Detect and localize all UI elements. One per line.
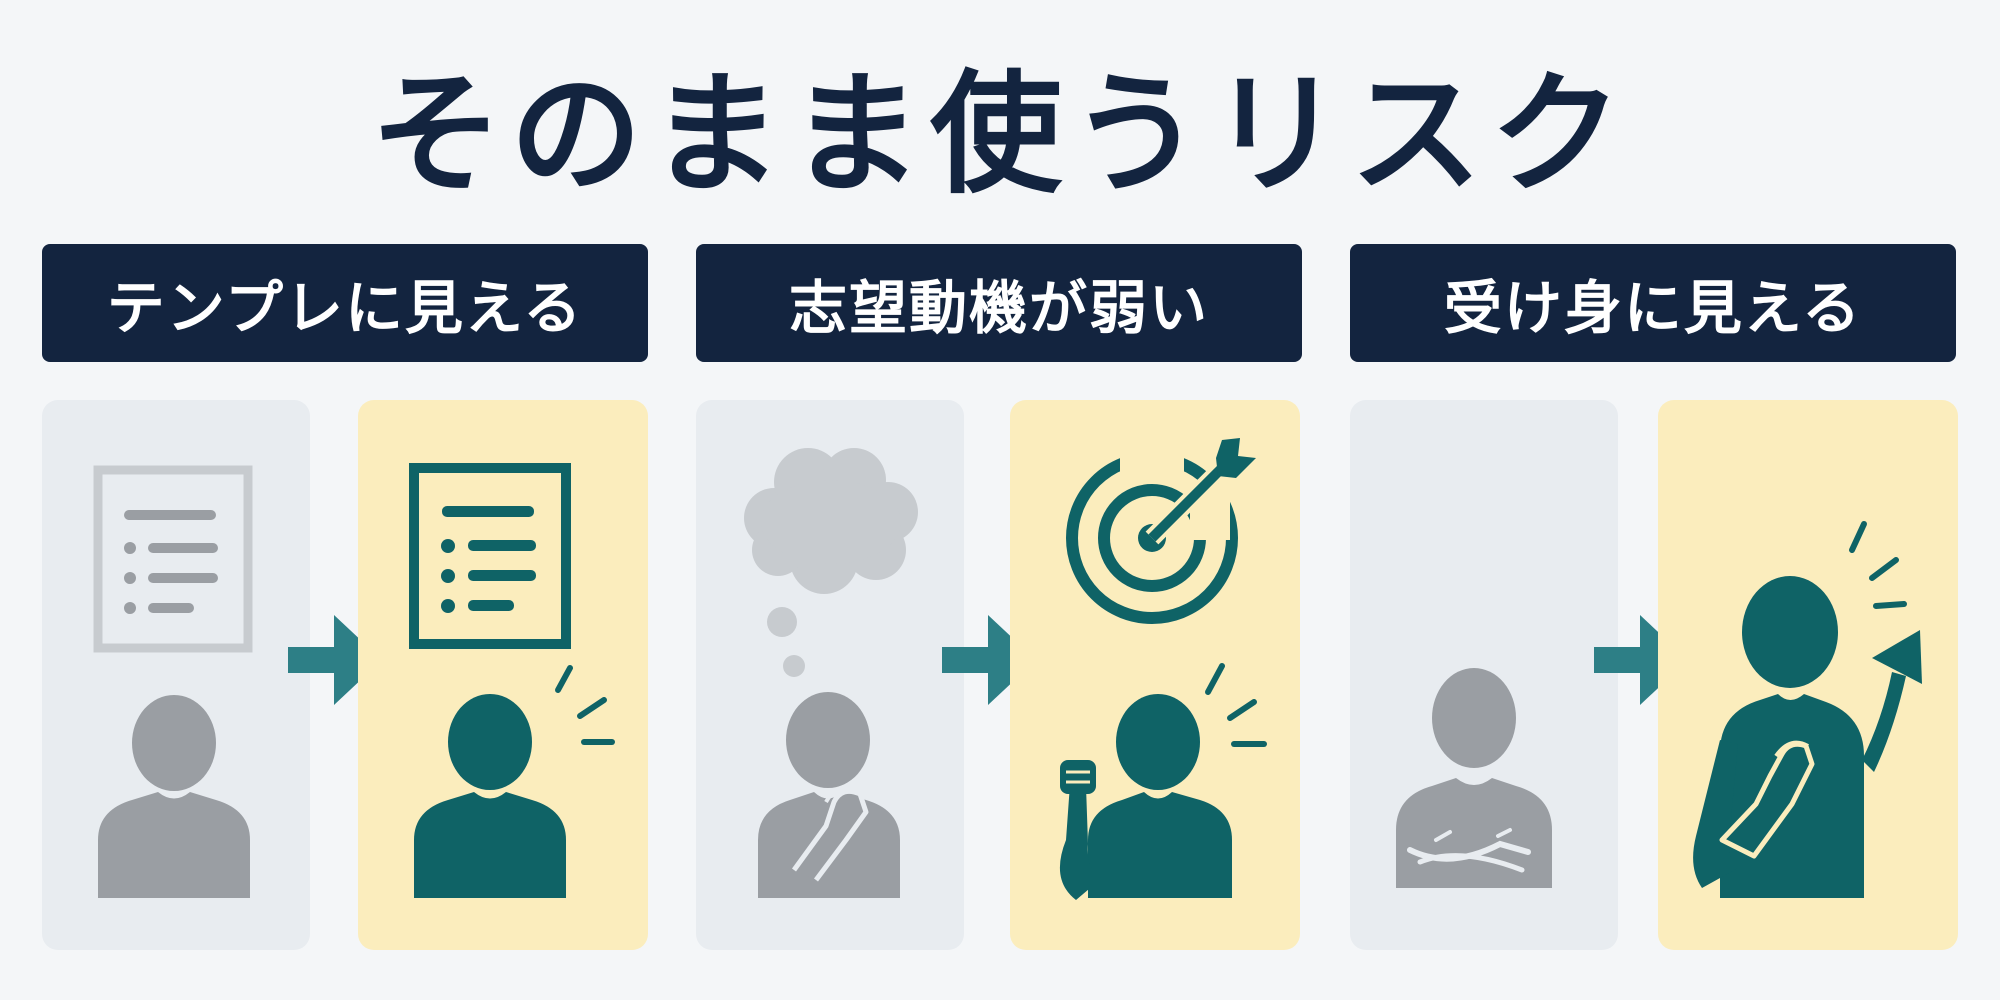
before-panel-passive [1350, 400, 1618, 950]
growth-arrow-icon [1862, 630, 1922, 772]
person-icon [414, 694, 566, 898]
emphasis-lines-icon [1849, 521, 1907, 609]
arrow-right-icon [942, 615, 1036, 705]
section-header-passive: 受け身に見える [1350, 244, 1956, 362]
arrow-right-icon [288, 615, 382, 705]
arms-crossed-person-icon [1396, 668, 1552, 888]
section-header-motivation: 志望動機が弱い [696, 244, 1302, 362]
document-icon [93, 465, 253, 653]
confident-person-icon [1693, 576, 1864, 898]
emphasis-lines-icon [555, 665, 615, 745]
section-header-template: テンプレに見える [42, 244, 648, 362]
before-panel-motivation [696, 400, 964, 950]
cheering-person-icon [1059, 694, 1232, 900]
before-panel-template [42, 400, 310, 950]
thinking-person-icon [758, 692, 900, 898]
emphasis-lines-icon [1205, 663, 1267, 747]
after-panel-motivation [1010, 400, 1300, 950]
after-panel-passive [1658, 400, 1958, 950]
document-icon [409, 463, 571, 649]
thought-cloud-icon [744, 448, 918, 677]
page-title: そのまま使うリスク [370, 57, 1630, 212]
arrow-right-icon [1594, 615, 1688, 705]
after-panel-template [358, 400, 648, 950]
person-icon [98, 695, 250, 898]
target-icon [1066, 438, 1256, 624]
